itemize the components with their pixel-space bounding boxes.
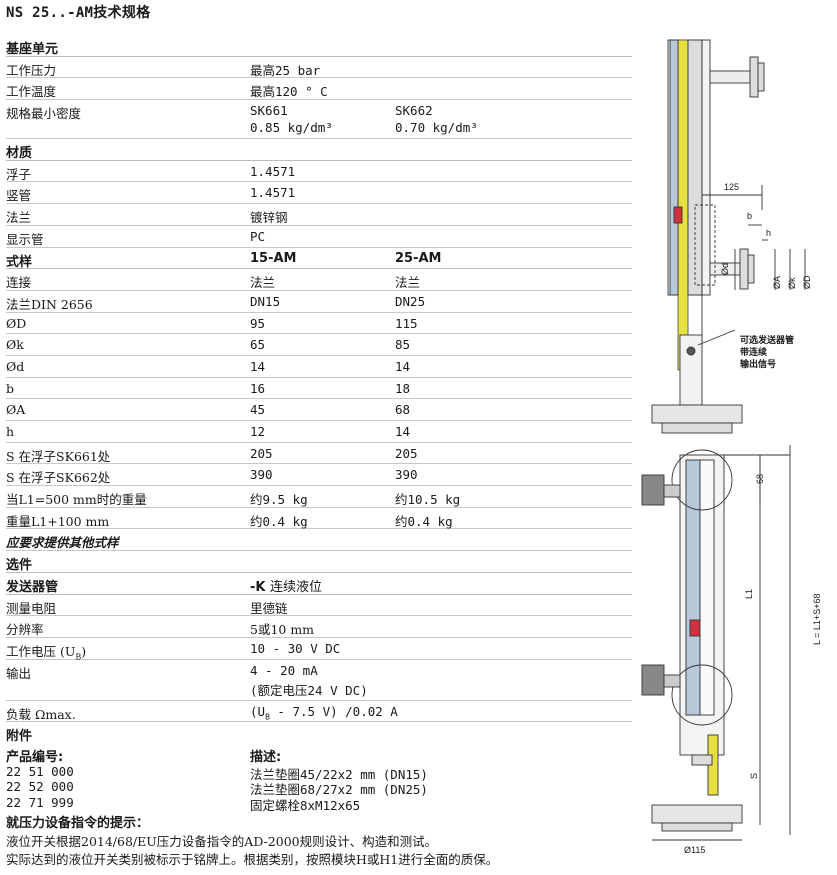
dim-115: Ø115 bbox=[684, 845, 705, 855]
style-row: S 在浮子SK662处 390 390 bbox=[6, 464, 632, 487]
accessory-code: 22 52 000 bbox=[6, 779, 74, 795]
pressure-note-line2: 实际达到的液位开关类别被标示于铭牌上。根据类别，按照模块H或H1进行全面的质保。 bbox=[6, 852, 499, 867]
accessory-desc: 法兰垫圈68/27x2 mm (DN25) bbox=[250, 782, 428, 798]
style-row-label: b bbox=[6, 380, 15, 396]
style-row-value-15am: 14 bbox=[250, 358, 266, 374]
dim-68: 68 bbox=[755, 474, 765, 484]
style-row-label: S 在浮子SK662处 bbox=[6, 470, 111, 486]
style-row: ØA 45 68 bbox=[6, 399, 632, 421]
accessory-row: 22 52 000 法兰垫圈68/27x2 mm (DN25) bbox=[6, 779, 632, 798]
style-row-value-15am: 12 bbox=[250, 424, 266, 439]
callout-line3: 输出信号 bbox=[740, 358, 776, 369]
row-output: 输出 4 - 20 mA(额定电压24 V DC) bbox=[6, 660, 632, 701]
style-row: b 16 18 bbox=[6, 378, 632, 400]
style-row-value-25am: 18 bbox=[395, 380, 411, 396]
style-row: h 12 14 bbox=[6, 421, 632, 443]
style-row-value-25am: 约0.4 kg bbox=[395, 513, 453, 529]
style-row-label: 重量L1+100 mm bbox=[6, 513, 110, 529]
accessory-row: 22 71 999 固定螺栓8xM12x65 bbox=[6, 794, 632, 813]
other-styles-note: 应要求提供其他式样 bbox=[6, 529, 632, 552]
dim-S: S bbox=[749, 773, 759, 779]
section-accessories-heading: 附件 bbox=[6, 729, 33, 745]
dim-k: Øk bbox=[787, 277, 797, 289]
accessory-desc: 固定螺栓8xM12x65 bbox=[250, 797, 361, 813]
style-row-value-15am: 390 bbox=[250, 467, 273, 483]
accessory-desc: 法兰垫圈45/22x2 mm (DN15) bbox=[250, 766, 428, 782]
style-row: Øk 65 85 bbox=[6, 334, 632, 356]
style-row-value-25am: 205 bbox=[395, 445, 418, 461]
style-row-value-25am: 115 bbox=[395, 315, 418, 331]
style-row-value-25am: 法兰 bbox=[395, 275, 421, 291]
section-options-heading: 选件 bbox=[6, 551, 632, 573]
section-base-heading: 基座单元 bbox=[6, 35, 632, 57]
dim-A: ØA bbox=[772, 276, 782, 289]
style-row-value-15am: 法兰 bbox=[250, 275, 276, 291]
style-row-label: 连接 bbox=[6, 275, 32, 291]
style-row-label: Øk bbox=[6, 337, 24, 353]
row-pressure: 工作压力最高25 bar bbox=[6, 57, 632, 79]
accessories-header: 产品编号:描述: bbox=[6, 749, 282, 765]
style-row-value-25am: DN25 bbox=[395, 293, 426, 309]
dim-h: h bbox=[766, 228, 771, 238]
style-row: 重量L1+100 mm 约0.4 kg 约0.4 kg bbox=[6, 508, 632, 530]
style-row-value-15am: 16 bbox=[250, 380, 266, 396]
row-flange: 法兰镀锌钢 bbox=[6, 204, 632, 226]
dim-b: b bbox=[747, 211, 752, 221]
style-row-value-25am: 390 bbox=[395, 467, 418, 483]
style-row: 连接 法兰 法兰 bbox=[6, 269, 632, 291]
style-row-label: ØA bbox=[6, 402, 26, 418]
row-load: 负载 Ωmax. (UB - 7.5 V) /0.02 A bbox=[6, 701, 632, 723]
pressure-note-heading: 就压力设备指令的提示： bbox=[6, 816, 150, 831]
style-row-label: 当L1=500 mm时的重量 bbox=[6, 492, 147, 508]
style-row: 当L1=500 mm时的重量 约9.5 kg 约10.5 kg bbox=[6, 486, 632, 508]
style-row-value-25am: 约10.5 kg bbox=[395, 492, 461, 508]
callout-line1: 可选发送器管 bbox=[740, 334, 794, 345]
dim-L1: L1 bbox=[744, 589, 754, 599]
section-material-heading: 材质 bbox=[6, 139, 632, 161]
pressure-note-line1: 液位开关根据2014/68/EU压力设备指令的AD-2000规则设计、构造和测试… bbox=[6, 834, 438, 849]
style-row-label: ØD bbox=[6, 315, 27, 331]
row-temperature: 工作温度最高120 ° C bbox=[6, 78, 632, 101]
style-row-value-15am: 约9.5 kg bbox=[250, 492, 308, 508]
style-row: ØD 95 115 bbox=[6, 313, 632, 335]
style-row-value-25am: 14 bbox=[395, 424, 411, 439]
row-resistance: 测量电阻里德链 bbox=[6, 595, 632, 617]
style-row-label: 法兰DIN 2656 bbox=[6, 296, 93, 312]
row-voltage: 工作电压 (UB) 10 - 30 V DC bbox=[6, 638, 632, 661]
style-row-value-15am: 95 bbox=[250, 315, 266, 331]
style-row-label: h bbox=[6, 424, 15, 439]
style-row: Ød 14 14 bbox=[6, 356, 632, 378]
accessory-code: 22 51 000 bbox=[6, 763, 74, 779]
style-row-value-15am: 45 bbox=[250, 402, 266, 418]
page-title: NS 25..-AM技术规格 bbox=[6, 5, 151, 21]
dim-125: 125 bbox=[724, 182, 739, 192]
accessory-row: 22 51 000 法兰垫圈45/22x2 mm (DN15) bbox=[6, 763, 632, 782]
style-row-value-15am: 205 bbox=[250, 445, 273, 461]
style-row: S 在浮子SK661处 205 205 bbox=[6, 443, 632, 465]
dim-D: ØD bbox=[802, 275, 812, 289]
style-row-value-25am: 14 bbox=[395, 358, 411, 374]
accessory-code: 22 71 999 bbox=[6, 794, 74, 810]
style-row-value-15am: 约0.4 kg bbox=[250, 513, 308, 529]
callout-line2: 带连续 bbox=[740, 346, 767, 357]
style-row-value-25am: 68 bbox=[395, 402, 411, 418]
spec-table: 基座单元 工作压力最高25 bar 工作温度最高120 ° C 规格最小密度 S… bbox=[6, 35, 632, 813]
style-row-value-25am: 85 bbox=[395, 337, 411, 353]
style-row-value-15am: 65 bbox=[250, 337, 266, 353]
style-row-label: S 在浮子SK661处 bbox=[6, 448, 111, 464]
style-row-label: Ød bbox=[6, 358, 25, 374]
row-transmitter: 发送器管 -K 连续液位 bbox=[6, 573, 632, 595]
dim-d: Ød bbox=[720, 263, 730, 275]
style-row: 法兰DIN 2656 DN15 DN25 bbox=[6, 291, 632, 313]
technical-drawing: 125 b h Ød ØA Øk ØD 可选发送器管 带连续 输出信号 68 L… bbox=[641, 39, 822, 855]
dim-L: L = L1+S+68 bbox=[812, 594, 822, 645]
style-row-value-15am: DN15 bbox=[250, 293, 281, 309]
